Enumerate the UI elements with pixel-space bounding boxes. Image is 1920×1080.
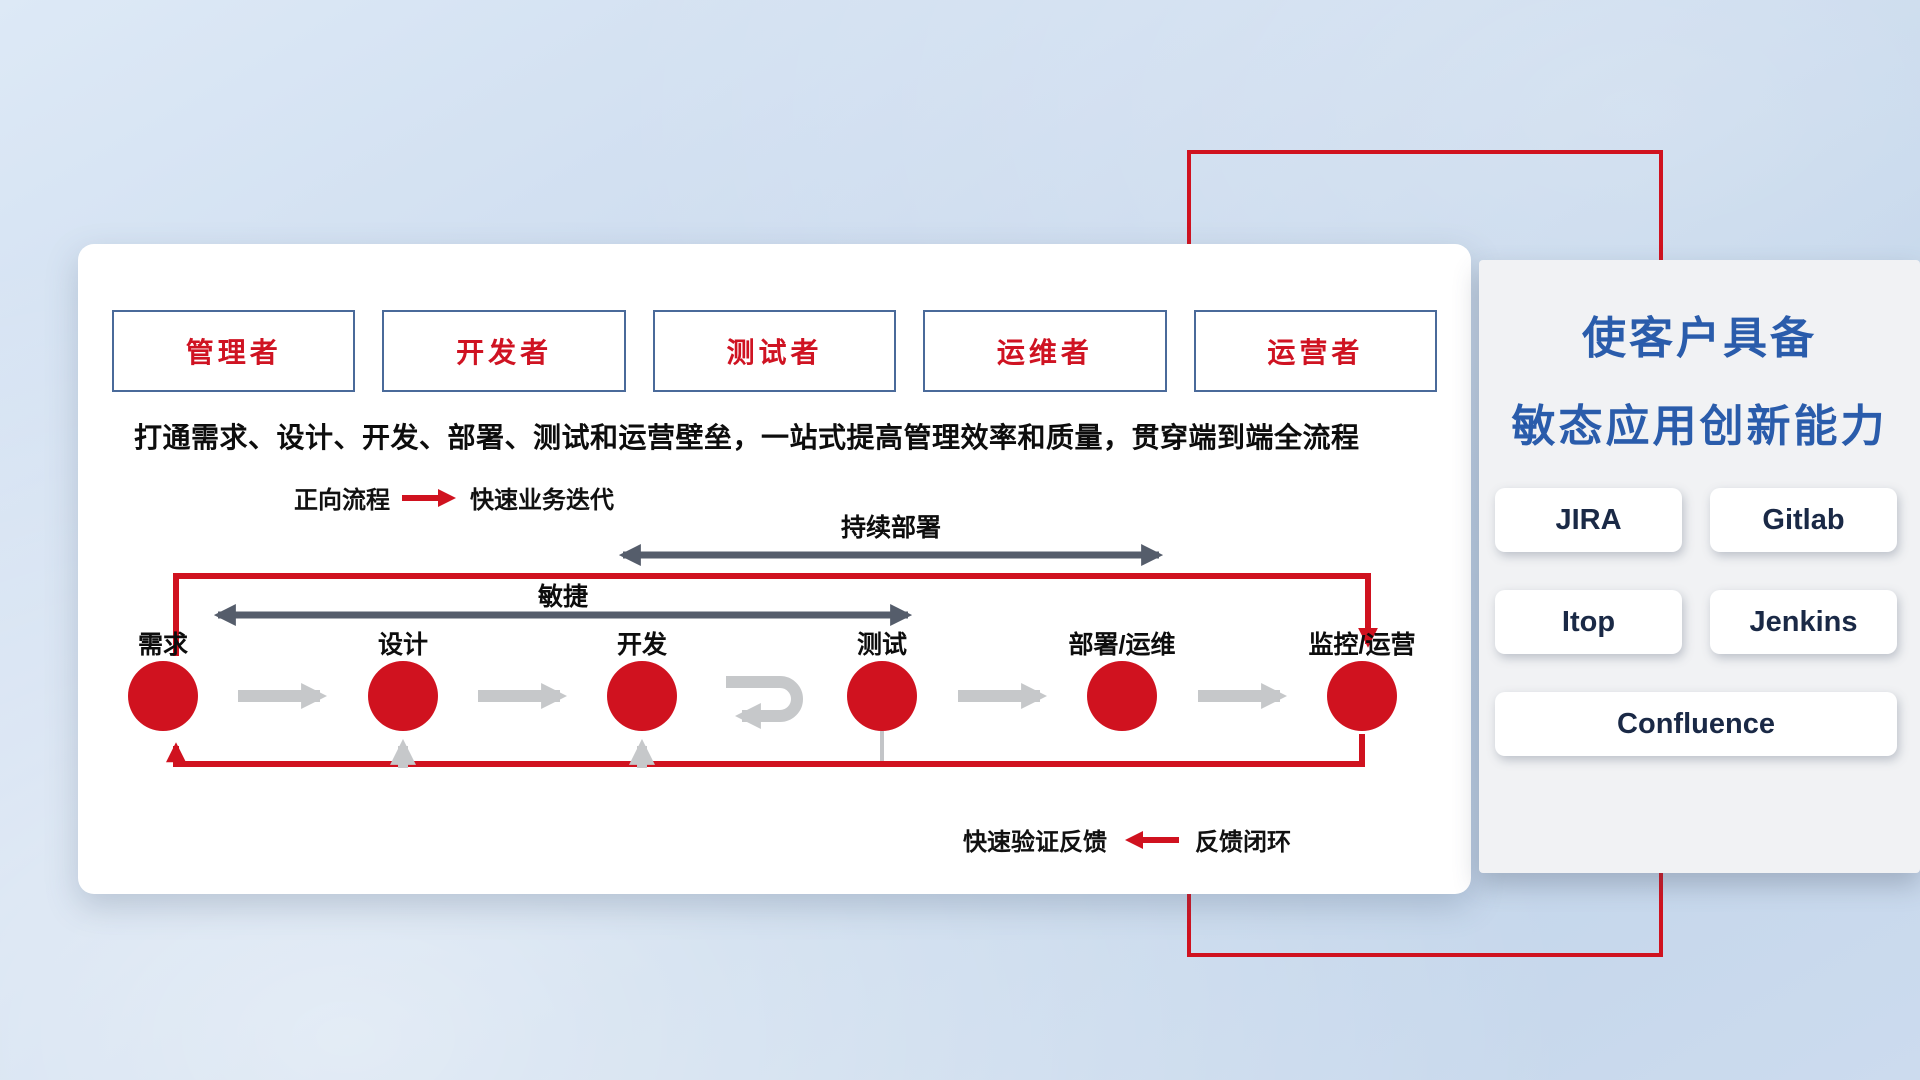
- capability-title-line1: 使客户具备: [1582, 314, 1817, 363]
- feedback-legend-value: 反馈闭环: [1195, 829, 1291, 856]
- capability-panel: 使客户具备 敏态应用创新能力 JIRA Gitlab Itop Jenkins …: [1479, 260, 1920, 873]
- node-circle-testing: [847, 661, 917, 731]
- devops-flow-panel: 管理者 开发者 测试者 运维者 运营者 打通需求、设计、开发、部署、测试和运营壁…: [78, 244, 1471, 894]
- tool-chip-confluence: Confluence: [1495, 692, 1897, 756]
- role-box-tester: 测试者: [652, 310, 897, 392]
- node-label-monitor-operation: 监控/运营: [1308, 631, 1416, 659]
- role-box-developer: 开发者: [382, 310, 626, 392]
- node-label-design: 设计: [377, 631, 428, 659]
- forward-flow-legend-label: 正向流程: [294, 487, 390, 514]
- red-cycle-bottom-path: [166, 734, 1365, 767]
- forward-flow-legend-value: 快速业务迭代: [470, 487, 614, 514]
- node-label-testing: 测试: [856, 631, 907, 659]
- agile-label: 敏捷: [537, 583, 588, 611]
- roles-row: 管理者 开发者 测试者 运维者 运营者: [112, 310, 1438, 392]
- role-box-operation: 运营者: [1193, 310, 1438, 392]
- node-circle-monitor-operation: [1327, 661, 1397, 731]
- node-circle-requirements: [128, 661, 198, 731]
- node-label-development: 开发: [616, 631, 667, 659]
- capability-title-line2: 敏态应用创新能力: [1511, 402, 1888, 451]
- tool-chip-jira: JIRA: [1495, 488, 1682, 552]
- red-cycle-top-path: [173, 573, 1378, 656]
- tool-chip-itop: Itop: [1495, 590, 1682, 654]
- node-circle-development: [607, 661, 677, 731]
- node-label-requirements: 需求: [137, 631, 188, 659]
- role-box-manager: 管理者: [112, 310, 356, 392]
- node-circle-design: [368, 661, 438, 731]
- tool-chip-jenkins: Jenkins: [1710, 590, 1897, 654]
- flow-diagram-graphics: [166, 544, 1378, 768]
- continuous-deploy-label: 持续部署: [840, 514, 941, 542]
- feedback-legend-label: 快速验证反馈: [963, 829, 1107, 856]
- node-circle-deploy-ops: [1087, 661, 1157, 731]
- feedback-arrow-icon: [1125, 830, 1179, 849]
- panel-description: 打通需求、设计、开发、部署、测试和运营壁垒，一站式提高管理效率和质量，贯穿端到端…: [134, 422, 1360, 453]
- node-label-deploy-ops: 部署/运维: [1068, 631, 1176, 659]
- tool-chip-gitlab: Gitlab: [1710, 488, 1897, 552]
- forward-arrow-icon: [402, 488, 456, 507]
- tools-grid: JIRA Gitlab Itop Jenkins Confluence: [1495, 488, 1897, 756]
- forward-flow-legend: 正向流程 快速业务迭代: [294, 480, 614, 515]
- feedback-legend: 快速验证反馈 反馈闭环: [963, 822, 1291, 857]
- iteration-loop-icon: [726, 676, 803, 729]
- role-box-ops: 运维者: [923, 310, 1167, 392]
